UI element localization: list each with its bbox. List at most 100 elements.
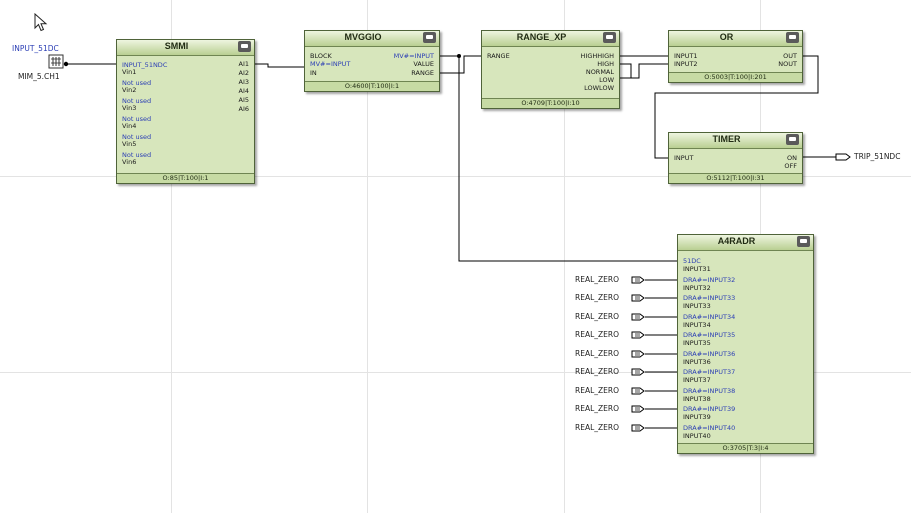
pin-input[interactable]: Vin4 xyxy=(122,122,137,130)
pin-input[interactable]: Not used xyxy=(122,79,152,87)
input-name-label[interactable]: INPUT_51DC xyxy=(12,44,59,53)
pin-output[interactable]: MV#=INPUT xyxy=(393,52,434,60)
pin-input[interactable]: INPUT36 xyxy=(683,358,711,366)
constant-label[interactable]: REAL_ZERO xyxy=(575,330,620,339)
pin-output[interactable]: AI3 xyxy=(238,78,250,86)
lock-icon[interactable] xyxy=(423,32,436,43)
block-footer: O:3705|T:3|I:4 xyxy=(678,443,813,453)
pin-output[interactable]: AI1 xyxy=(238,60,250,68)
pin-input[interactable]: INPUT xyxy=(674,154,694,162)
block-header: OR xyxy=(669,31,802,47)
constant-connector-icon[interactable] xyxy=(631,368,645,376)
smmi-block[interactable]: SMMI INPUT_51NDC Vin1 Not used Vin2 Not … xyxy=(116,39,255,184)
block-header: TIMER xyxy=(669,133,802,149)
constant-label[interactable]: REAL_ZERO xyxy=(575,367,620,376)
pin-input[interactable]: INPUT38 xyxy=(683,395,711,403)
pin-input[interactable]: DRA#=INPUT39 xyxy=(683,405,736,413)
timer-block[interactable]: TIMER INPUT ON OFF O:5112|T:100|I:31 xyxy=(668,132,803,184)
pin-input[interactable]: DRA#=INPUT33 xyxy=(683,294,736,302)
constant-connector-icon[interactable] xyxy=(631,405,645,413)
pin-output[interactable]: LOWLOW xyxy=(584,84,614,92)
pin-input[interactable]: Vin3 xyxy=(122,104,137,112)
lock-icon[interactable] xyxy=(603,32,616,43)
pin-input[interactable]: DRA#=INPUT36 xyxy=(683,350,736,358)
pin-input[interactable]: DRA#=INPUT32 xyxy=(683,276,736,284)
pin-output[interactable]: AI2 xyxy=(238,69,250,77)
constant-label[interactable]: REAL_ZERO xyxy=(575,349,620,358)
wire-mvggio-range-xp xyxy=(440,55,481,74)
pin-input[interactable]: DRA#=INPUT40 xyxy=(683,424,736,432)
pin-input[interactable]: Vin5 xyxy=(122,140,137,148)
pin-input[interactable]: Not used xyxy=(122,151,152,159)
pin-input[interactable]: INPUT35 xyxy=(683,339,711,347)
pin-input[interactable]: MV#=INPUT xyxy=(310,60,351,68)
pin-input[interactable]: DRA#=INPUT38 xyxy=(683,387,736,395)
pin-output[interactable]: AI4 xyxy=(238,87,250,95)
pin-input[interactable]: Not used xyxy=(122,115,152,123)
or-block[interactable]: OR INPUT1 INPUT2 OUT NOUT O:5003|T:100|I… xyxy=(668,30,803,83)
mvggio-block[interactable]: MVGGIO BLOCK MV#=INPUT IN MV#=INPUT VALU… xyxy=(304,30,440,92)
pin-input[interactable]: INPUT1 xyxy=(674,52,698,60)
pin-output[interactable]: VALUE xyxy=(413,60,434,68)
block-header: SMMI xyxy=(117,40,254,56)
pin-output[interactable]: RANGE xyxy=(411,69,434,77)
constant-connector-icon[interactable] xyxy=(631,313,645,321)
constant-connector-icon[interactable] xyxy=(631,387,645,395)
pin-input[interactable]: INPUT32 xyxy=(683,284,711,292)
junction-dot xyxy=(63,61,69,67)
lock-icon[interactable] xyxy=(238,41,251,52)
constant-connector-icon[interactable] xyxy=(631,294,645,302)
pin-output[interactable]: HIGH xyxy=(597,60,614,68)
pin-input[interactable]: 51DC xyxy=(683,257,701,265)
constant-connector-icon[interactable] xyxy=(631,424,645,432)
lock-icon[interactable] xyxy=(797,236,810,247)
pin-input[interactable]: Vin2 xyxy=(122,86,137,94)
pin-output[interactable]: AI5 xyxy=(238,96,250,104)
pin-input[interactable]: IN xyxy=(310,69,317,77)
constant-label[interactable]: REAL_ZERO xyxy=(575,312,620,321)
pin-input[interactable]: DRA#=INPUT35 xyxy=(683,331,736,339)
pin-output[interactable]: HIGHHIGH xyxy=(580,52,614,60)
pin-input[interactable]: Not used xyxy=(122,97,152,105)
lock-icon[interactable] xyxy=(786,134,799,145)
pin-input[interactable]: INPUT40 xyxy=(683,432,711,440)
pin-input[interactable]: INPUT33 xyxy=(683,302,711,310)
constant-label[interactable]: REAL_ZERO xyxy=(575,404,620,413)
wire-range-or-2 xyxy=(620,63,668,79)
pin-input[interactable]: INPUT39 xyxy=(683,413,711,421)
pin-output[interactable]: OFF xyxy=(784,162,797,170)
a4radr-block[interactable]: A4RADR 51DC INPUT31 DRA#=INPUT32 INPUT32… xyxy=(677,234,814,454)
input-terminal-icon[interactable] xyxy=(48,54,70,70)
output-name-label[interactable]: TRIP_51NDC xyxy=(854,152,901,161)
pin-output[interactable]: NORMAL xyxy=(585,68,614,76)
pin-input[interactable]: RANGE xyxy=(487,52,510,60)
constant-connector-icon[interactable] xyxy=(631,350,645,358)
range-xp-block[interactable]: RANGE_XP RANGE HIGHHIGH HIGH NORMAL LOW … xyxy=(481,30,620,109)
pin-input[interactable]: INPUT2 xyxy=(674,60,698,68)
block-footer: O:85|T:100|I:1 xyxy=(117,173,254,183)
pin-input[interactable]: DRA#=INPUT37 xyxy=(683,368,736,376)
pin-output[interactable]: NOUT xyxy=(778,60,797,68)
pin-output[interactable]: LOW xyxy=(599,76,614,84)
constant-label[interactable]: REAL_ZERO xyxy=(575,423,620,432)
constant-label[interactable]: REAL_ZERO xyxy=(575,386,620,395)
block-title: TIMER xyxy=(712,134,741,144)
constant-label[interactable]: REAL_ZERO xyxy=(575,275,620,284)
pin-output[interactable]: ON xyxy=(787,154,797,162)
constant-label[interactable]: REAL_ZERO xyxy=(575,293,620,302)
pin-output[interactable]: OUT xyxy=(783,52,797,60)
pin-input[interactable]: Not used xyxy=(122,133,152,141)
pin-input[interactable]: Vin6 xyxy=(122,158,137,166)
pin-input[interactable]: Vin1 xyxy=(122,68,137,76)
constant-connector-icon[interactable] xyxy=(631,331,645,339)
pin-input[interactable]: BLOCK xyxy=(310,52,332,60)
pin-output[interactable]: AI6 xyxy=(238,105,250,113)
constant-connector-icon[interactable] xyxy=(631,276,645,284)
lock-icon[interactable] xyxy=(786,32,799,43)
pin-input[interactable]: INPUT_51NDC xyxy=(122,61,168,69)
pin-input[interactable]: DRA#=INPUT34 xyxy=(683,313,736,321)
pin-input[interactable]: INPUT34 xyxy=(683,321,711,329)
pin-input[interactable]: INPUT37 xyxy=(683,376,711,384)
pin-input[interactable]: INPUT31 xyxy=(683,265,711,273)
